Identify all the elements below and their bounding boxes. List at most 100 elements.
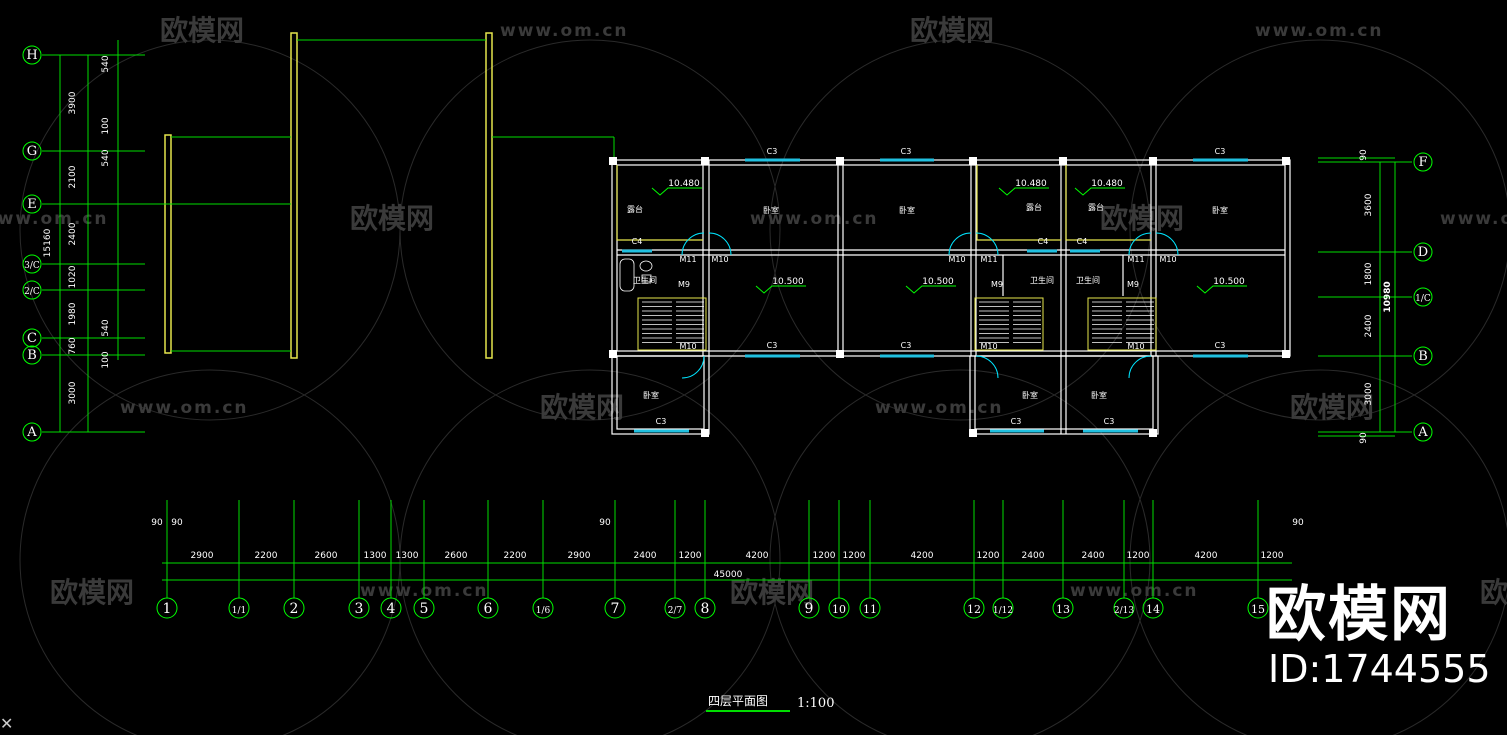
- column-markers: [609, 157, 1290, 437]
- axis-label: 8: [701, 601, 710, 617]
- watermark-circle: [399, 39, 781, 421]
- dimension-text: 1200: [977, 551, 1000, 561]
- axis-bubble: [477, 597, 499, 619]
- dimension-text: 4200: [911, 551, 934, 561]
- dimension-text: 2900: [568, 551, 591, 561]
- dimension-total: 45000: [714, 570, 743, 580]
- left-dimension-lines: [59, 40, 119, 432]
- dimension-text: 2400: [1364, 314, 1374, 337]
- dimension-text: 540: [101, 319, 111, 336]
- axis-bubble: [22, 345, 42, 365]
- watermark-circle: [399, 369, 781, 735]
- opening-label: M9: [1127, 280, 1139, 289]
- watermark-url: www.om.cn: [1255, 21, 1384, 41]
- watermark-brand: 欧模网: [160, 14, 244, 47]
- elevation-marker: [651, 187, 702, 196]
- dimension-text: 2600: [445, 551, 468, 561]
- axis-label: 2/C: [24, 287, 40, 297]
- opening-label: M11: [1127, 255, 1144, 264]
- elevation-text: 10.500: [922, 277, 954, 287]
- axis-label: 3/C: [24, 261, 40, 271]
- axis-bubble: [1113, 597, 1135, 619]
- elevation-text: 10.480: [1091, 179, 1123, 189]
- axis-bubble: [22, 254, 42, 274]
- dimension-text: 90: [171, 518, 183, 528]
- opening-label: C3: [767, 341, 778, 350]
- axis-bubble: [22, 280, 42, 300]
- brand-logo-text: 欧模网: [1266, 580, 1452, 650]
- axis-label: 1: [163, 601, 172, 617]
- watermark-url: www.om.cn: [875, 398, 1004, 418]
- dimension-text: 90: [599, 518, 611, 528]
- elevation-marker: [1074, 187, 1125, 196]
- dimension-text: 2400: [634, 551, 657, 561]
- opening-label: C4: [1038, 237, 1049, 246]
- axis-bubble: [22, 141, 42, 161]
- axis-bubble: [992, 597, 1014, 619]
- axis-bubble: [22, 422, 42, 442]
- axis-bubble: [828, 597, 850, 619]
- axis-label: 7: [611, 601, 620, 617]
- axis-label: 1/1: [232, 606, 246, 616]
- axis-label: F: [1418, 155, 1427, 170]
- axis-label: B: [27, 348, 37, 363]
- dimension-text: 3600: [1364, 193, 1374, 216]
- watermark-brand: 欧模网: [540, 391, 624, 424]
- axis-bubble: [664, 597, 686, 619]
- right-axis-lines: [1318, 161, 1412, 433]
- axis-label: 1/C: [1415, 294, 1431, 304]
- opening-label: M10: [948, 255, 965, 264]
- watermark-url: www.om.cn: [500, 21, 629, 41]
- elevation-marker: [905, 285, 956, 294]
- axis-label: 5: [420, 601, 429, 617]
- elevation-marker: [755, 285, 806, 294]
- door-swings: [681, 232, 1179, 379]
- stair-treads: [642, 301, 1154, 343]
- room-label: 卧室: [1091, 390, 1107, 400]
- axis-bubble: [413, 597, 435, 619]
- axis-label: 14: [1146, 603, 1160, 616]
- dimension-text: 1200: [843, 551, 866, 561]
- dimension-text: 2900: [191, 551, 214, 561]
- axis-bubble: [22, 194, 42, 214]
- axis-label: 1/6: [536, 606, 551, 616]
- dimension-text: 1020: [68, 265, 78, 288]
- watermark-circle: [769, 369, 1151, 735]
- axis-bubble: [1413, 422, 1433, 442]
- axis-label: C: [27, 331, 37, 346]
- opening-label: C3: [1104, 417, 1115, 426]
- dimension-text: 100: [101, 117, 111, 134]
- dimension-text: 3000: [68, 381, 78, 404]
- axis-label: A: [1417, 425, 1428, 440]
- elevation-marker: [998, 187, 1049, 196]
- axis-bubble: [156, 597, 178, 619]
- axis-label: H: [26, 48, 37, 63]
- close-icon[interactable]: ✕: [0, 716, 14, 733]
- bottom-axis-lines: [166, 500, 1259, 598]
- room-label: 卧室: [1212, 205, 1228, 215]
- axis-label: 1/12: [993, 606, 1013, 616]
- dimension-text: 3000: [1364, 382, 1374, 405]
- axis-bubble: [604, 597, 626, 619]
- axis-bubble: [348, 597, 370, 619]
- axis-label: G: [27, 144, 37, 159]
- dimension-total: 10980: [1383, 281, 1393, 312]
- dimension-text: 3900: [68, 91, 78, 114]
- dimension-text: 4200: [746, 551, 769, 561]
- opening-label: M11: [980, 255, 997, 264]
- opening-label: M9: [991, 280, 1003, 289]
- axis-label: 2/7: [668, 606, 683, 616]
- axis-label: 10: [832, 603, 846, 616]
- axis-bubble: [798, 597, 820, 619]
- model-id: ID:1744555: [1268, 647, 1491, 691]
- watermark-url: www.om.cn: [0, 209, 109, 229]
- dimension-total: 15160: [43, 228, 53, 257]
- terrace-outlines: [616, 165, 1151, 241]
- bottom-dimension-lines: [162, 562, 1292, 581]
- opening-label: C3: [656, 417, 667, 426]
- building-walls: [611, 159, 1291, 435]
- room-label: 卫生间: [633, 275, 657, 285]
- dimension-text: 1980: [68, 302, 78, 325]
- elevation-text: 10.480: [1015, 179, 1047, 189]
- dimension-text: 2200: [504, 551, 527, 561]
